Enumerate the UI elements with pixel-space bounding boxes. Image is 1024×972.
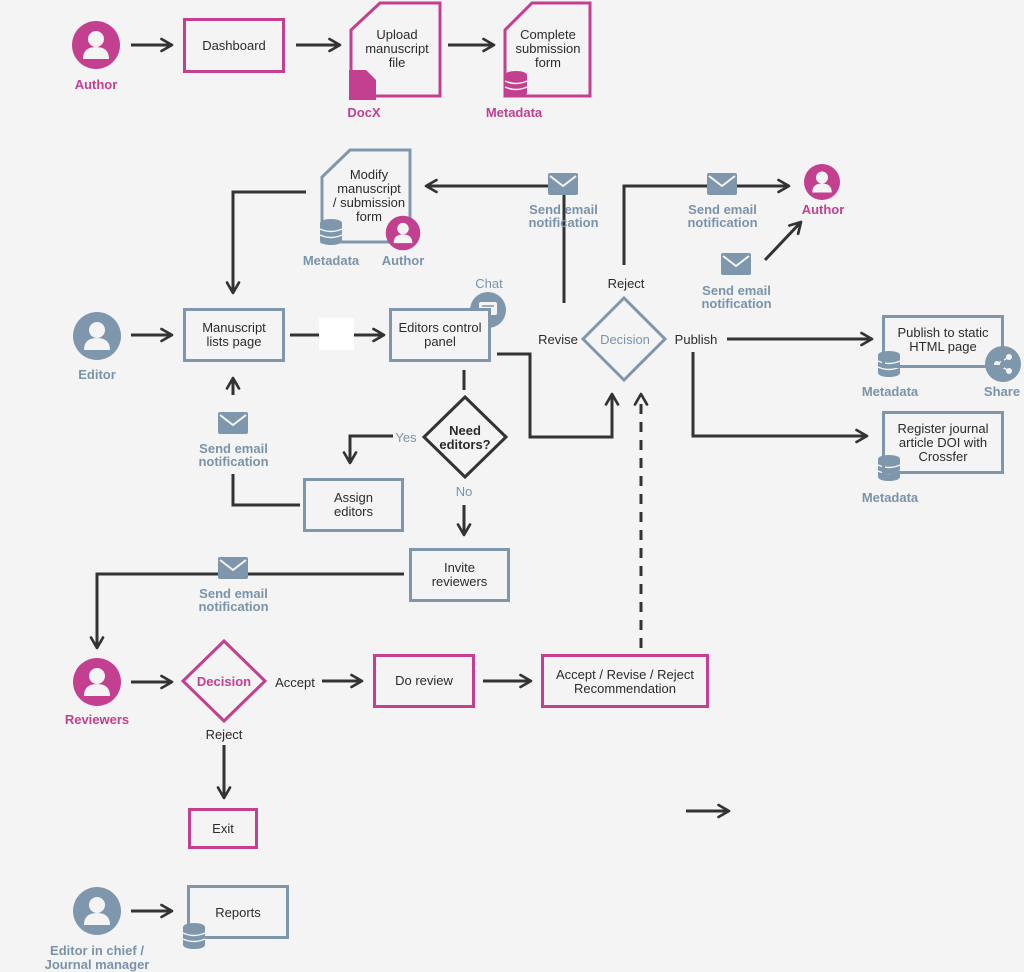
- blank-patch: [319, 318, 354, 350]
- author-right-label: Author: [801, 202, 845, 217]
- editor-chief-label: Editor in chief /Journal manager: [44, 943, 150, 972]
- dashboard-box[interactable]: Dashboard: [183, 18, 285, 73]
- revise-label: Revise: [538, 332, 578, 347]
- register-text-1: Register journal: [897, 421, 989, 436]
- exit-box[interactable]: Exit: [188, 808, 258, 849]
- modify-form-shape: [320, 148, 412, 244]
- metadata-top-icon: [504, 70, 528, 98]
- register-doi-box[interactable]: Register journal article DOI with Crossf…: [882, 411, 1004, 474]
- invite-reviewers-box[interactable]: Invite reviewers: [409, 548, 510, 602]
- publish-label: Publish: [674, 332, 718, 347]
- editor-icon: [73, 312, 121, 360]
- author-top-icon: [72, 21, 120, 69]
- author-top-label: Author: [74, 77, 118, 92]
- do-review-box[interactable]: Do review: [373, 654, 475, 708]
- reports-db-icon: [182, 923, 206, 949]
- envelope-icon-2: [706, 172, 738, 196]
- docx-label: DocX: [347, 105, 381, 120]
- decision-editor-label: Decision: [600, 332, 650, 347]
- metadata-publish-label: Metadata: [861, 384, 919, 399]
- metadata-doi-label: Metadata: [861, 490, 919, 505]
- decision-diamond-reviewer: [180, 638, 268, 724]
- reviewers-label: Reviewers: [64, 712, 130, 727]
- modify-metadata-label: Metadata: [302, 253, 360, 268]
- decision-reviewer-label: Decision: [196, 674, 252, 689]
- author-right-icon: [804, 164, 840, 200]
- decision-diamond-editor: [580, 295, 668, 383]
- submission-form-shape: [503, 1, 592, 98]
- reject-reviewer-label: Reject: [205, 727, 243, 742]
- recommendation-text-1: Accept / Revise / Reject: [556, 667, 694, 682]
- envelope-icon-1: [547, 172, 579, 196]
- upload-file-shape: [349, 1, 442, 98]
- envelope-icon-5: [217, 556, 249, 580]
- need-editors-diamond: [421, 394, 509, 480]
- envelope-icon-3: [720, 252, 752, 276]
- assign-editors-box[interactable]: Assign editors: [303, 478, 404, 532]
- publish-static-text-2: HTML page: [909, 339, 977, 354]
- publish-static-text-1: Publish to static: [897, 325, 989, 340]
- yes-label: Yes: [395, 430, 417, 445]
- no-label: No: [455, 484, 473, 499]
- reviewers-icon: [73, 658, 121, 706]
- recommendation-text-2: Recommendation: [574, 681, 676, 696]
- docx-file-icon: [349, 70, 376, 100]
- editors-panel-box[interactable]: Editors control panel: [389, 308, 491, 362]
- reject-editor-label: Reject: [607, 276, 645, 291]
- manuscript-lists-box[interactable]: Manuscript lists page: [183, 308, 285, 362]
- chat-label: Chat: [475, 276, 503, 291]
- reports-box[interactable]: Reports: [187, 885, 289, 939]
- recommendation-box[interactable]: Accept / Revise / Reject Recommendation: [541, 654, 709, 708]
- editor-chief-icon: [73, 887, 121, 935]
- register-text-3: Crossfer: [918, 449, 968, 464]
- register-text-2: article DOI with: [898, 435, 988, 450]
- modify-author-label: Author: [381, 253, 425, 268]
- accept-label: Accept: [275, 675, 315, 690]
- publish-static-box[interactable]: Publish to static HTML page: [882, 315, 1004, 368]
- metadata-top-label: Metadata: [485, 105, 543, 120]
- envelope-icon-4: [217, 411, 249, 435]
- editor-label: Editor: [78, 367, 116, 382]
- share-label: Share: [983, 384, 1021, 399]
